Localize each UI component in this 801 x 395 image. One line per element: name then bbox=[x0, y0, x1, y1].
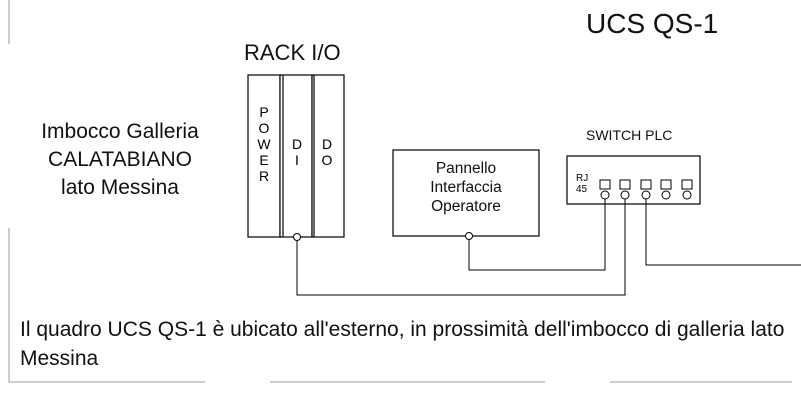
cable-hmi-to-switch bbox=[468, 199, 606, 271]
location-label: Imbocco Galleria CALATABIANO lato Messin… bbox=[20, 118, 220, 202]
power-letter: W bbox=[257, 136, 271, 152]
power-letter: E bbox=[259, 152, 269, 168]
hmi-line: Pannello bbox=[435, 160, 497, 177]
power-letter: O bbox=[258, 120, 270, 136]
frame-lines bbox=[8, 0, 792, 383]
connection-points bbox=[293, 232, 473, 241]
port-label-line: 45 bbox=[576, 184, 588, 195]
switch-port bbox=[619, 179, 631, 200]
di-connector bbox=[293, 233, 301, 241]
location-line: lato Messina bbox=[61, 176, 179, 199]
do-letter: O bbox=[321, 152, 333, 168]
hmi-panel-label: Pannello Interfaccia Operatore bbox=[393, 159, 539, 216]
di-letter: I bbox=[295, 152, 299, 168]
di-letter: D bbox=[291, 136, 303, 152]
port-label-line: RJ bbox=[576, 173, 589, 184]
do-letter: D bbox=[321, 136, 333, 152]
do-label: D O bbox=[317, 136, 337, 168]
switch-port bbox=[599, 179, 611, 200]
switch-port bbox=[681, 179, 693, 200]
power-letter: P bbox=[259, 104, 269, 120]
page-title: UCS QS-1 bbox=[586, 8, 719, 39]
switch-port-label: RJ 45 bbox=[576, 173, 588, 195]
power-label: P O W E R bbox=[254, 104, 274, 184]
rack-do-module bbox=[311, 74, 345, 238]
di-label: D I bbox=[287, 136, 307, 168]
cable-switch-uplink bbox=[645, 199, 801, 266]
switch-port bbox=[660, 179, 672, 200]
hmi-line: Interfaccia bbox=[430, 179, 502, 196]
hmi-line: Operatore bbox=[431, 198, 501, 215]
location-note: Il quadro UCS QS-1 è ubicato all'esterno… bbox=[20, 318, 785, 370]
switch-port bbox=[640, 179, 652, 200]
power-letter: R bbox=[258, 168, 270, 184]
location-line: CALATABIANO bbox=[48, 148, 192, 171]
hmi-panel-box bbox=[392, 149, 540, 237]
hmi-connector bbox=[465, 232, 473, 240]
location-line: Imbocco Galleria bbox=[41, 120, 199, 143]
rack-title: RACK I/O bbox=[244, 40, 341, 65]
switch-box bbox=[566, 155, 701, 205]
switch-title: SWITCH PLC bbox=[586, 127, 673, 143]
rack-io bbox=[247, 74, 345, 238]
cable-di-to-switch bbox=[296, 199, 626, 296]
rack-power-module bbox=[247, 74, 281, 238]
cables bbox=[296, 199, 801, 296]
